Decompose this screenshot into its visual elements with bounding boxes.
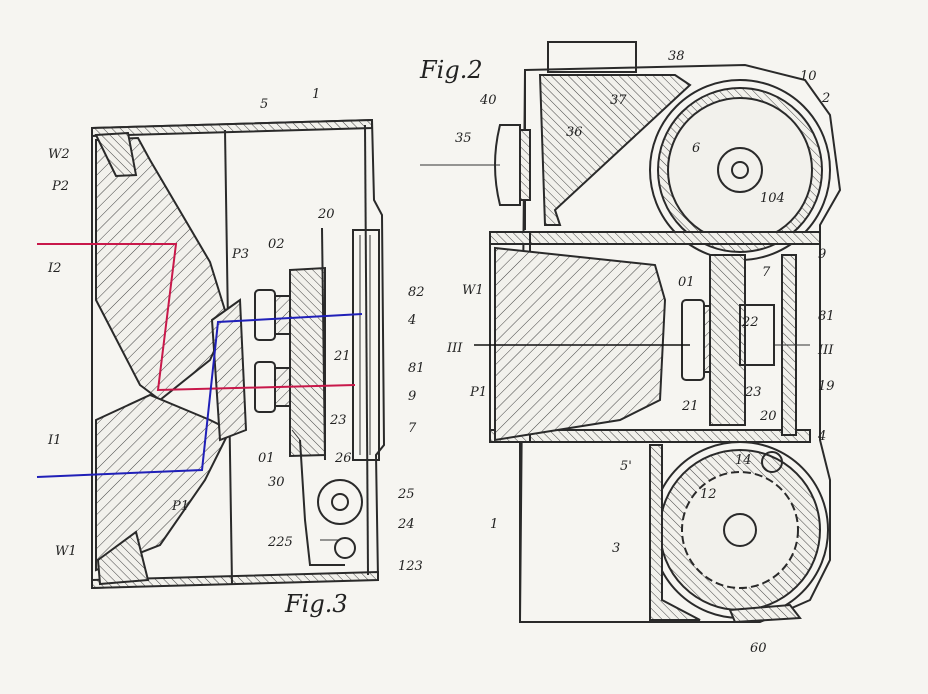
label-2: 2 (821, 91, 830, 106)
label-123: 123 (398, 559, 423, 574)
label-i1: I1 (47, 433, 61, 448)
inlet-38 (547, 41, 637, 73)
label-82: 82 (408, 285, 425, 300)
film-holder (352, 229, 380, 461)
label-22: 22 (741, 315, 759, 330)
gear-26-hub (331, 493, 349, 511)
prism-p1 (95, 393, 232, 572)
fig2-housing (518, 63, 842, 623)
label-o1: 01 (258, 451, 275, 466)
latch-60 (728, 603, 802, 624)
fig3-drawing (36, 118, 386, 590)
label-fig2-7: 7 (762, 265, 771, 280)
gear-24 (334, 537, 356, 559)
label-fig2-9: 9 (818, 247, 826, 262)
lens-carrier-20 (289, 266, 326, 458)
label-fig2-23: 23 (744, 385, 762, 400)
spool-hub (717, 147, 763, 193)
spool-6 (667, 97, 813, 243)
label-p1: P1 (171, 499, 189, 514)
label-fig2-w1: W1 (462, 283, 484, 298)
label-1: 1 (312, 87, 320, 102)
label-35: 35 (455, 131, 472, 146)
ray-i1 (36, 313, 363, 478)
spool-12 (681, 471, 799, 589)
label-w2: W2 (48, 147, 70, 162)
gear-26 (317, 479, 363, 525)
bracket-36 (538, 74, 692, 226)
label-104: 104 (760, 191, 785, 206)
fig3-title: Fig.3 (284, 590, 348, 618)
label-26: 26 (334, 451, 352, 466)
label-38: 38 (668, 49, 685, 64)
label-4: 4 (407, 313, 416, 328)
label-fig2-4: 4 (817, 429, 826, 444)
lens-35-mount (519, 129, 531, 201)
label-fig2-21: 21 (681, 399, 699, 414)
spool-axle (731, 161, 749, 179)
wall-3 (649, 444, 701, 621)
wedge-w2 (94, 131, 138, 178)
linkage-225 (291, 429, 340, 541)
lens-fig2-o1 (681, 299, 705, 381)
label-36: 36 (566, 125, 583, 140)
label-21: 21 (333, 349, 351, 364)
label-fig2-p1: P1 (469, 385, 487, 400)
linkage-30 (299, 439, 345, 566)
label-12: 12 (700, 487, 717, 502)
label-9: 9 (408, 389, 416, 404)
lens-o2 (254, 289, 276, 341)
ray-i2 (37, 243, 356, 392)
fig3-top-wall (91, 118, 373, 138)
label-60: 60 (750, 641, 767, 656)
label-40: 40 (479, 93, 497, 108)
carrier-21 (709, 254, 746, 426)
label-w1: W1 (55, 544, 77, 559)
label-19: 19 (818, 379, 835, 394)
label-fig2-20: 20 (759, 409, 777, 424)
label-6: 6 (692, 141, 700, 156)
label-81: 81 (408, 361, 425, 376)
label-iii-right: III (817, 343, 834, 358)
fig2-title: Fig.2 (419, 56, 483, 84)
label-o2: 02 (268, 237, 285, 252)
wedge-w1 (96, 530, 150, 586)
label-23: 23 (329, 413, 347, 428)
label-20: 20 (317, 207, 335, 222)
label-37: 37 (610, 93, 627, 108)
label-fig2-o1: 01 (678, 275, 695, 290)
spool-12-hub (723, 513, 757, 547)
label-fig2-81: 81 (818, 309, 835, 324)
label-p3: P3 (231, 247, 249, 262)
label-3: 3 (612, 541, 620, 556)
fig3-bottom-wall (91, 570, 379, 590)
fig3-right-wall (364, 124, 369, 576)
label-p2: P2 (51, 179, 69, 194)
prism-p3 (210, 298, 248, 442)
block-22 (739, 304, 775, 366)
label-fig2-1: 1 (490, 517, 498, 532)
fig2-drawing (420, 41, 842, 624)
label-25: 25 (397, 487, 415, 502)
label-i2: I2 (47, 261, 61, 276)
roller-14 (761, 451, 783, 473)
label-fig2-5: 5' (620, 459, 632, 474)
label-iii-left: III (446, 341, 463, 356)
label-30: 30 (268, 475, 285, 490)
carrier-rail (321, 227, 326, 461)
lens-35 (494, 124, 521, 206)
label-10: 10 (800, 69, 817, 84)
label-24: 24 (397, 517, 415, 532)
label-225: 225 (267, 535, 293, 550)
plate-9 (489, 231, 821, 245)
label-14: 14 (735, 453, 752, 468)
label-7: 7 (408, 421, 417, 436)
prism-fig2-p1 (494, 246, 667, 442)
label-5: 5 (260, 97, 268, 112)
